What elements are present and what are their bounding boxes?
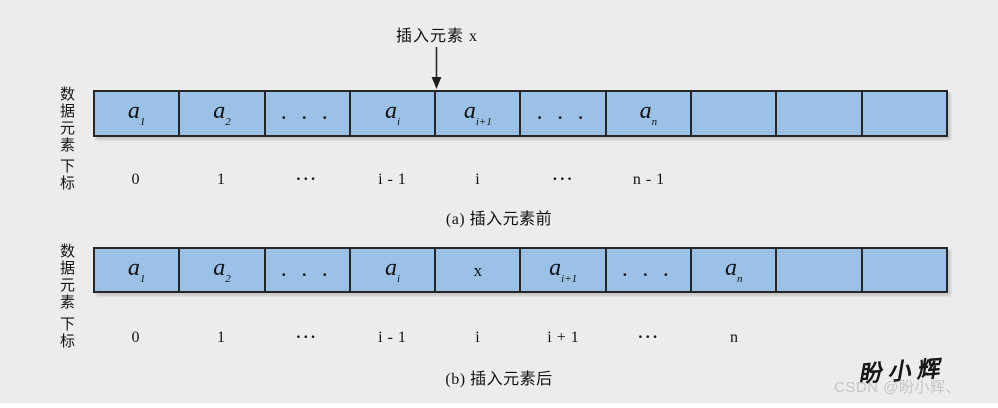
array-cell-ellipsis: . . . (604, 249, 690, 291)
array-cell-empty (775, 92, 860, 135)
bottom-strip (0, 403, 998, 408)
cell-value: an (724, 254, 743, 285)
caption-before-insertion: (a) 插入元素前 (445, 211, 553, 228)
index-label-a: 下标 (58, 158, 74, 192)
csdn-watermark: CSDN @盼小辉、 (834, 379, 961, 396)
index-value: 1 (217, 329, 226, 346)
array-cell-empty (860, 92, 946, 135)
index-value: n - 1 (632, 171, 665, 188)
index-row-before: 0 1 ··· i - 1 i ··· n - 1 (93, 171, 948, 191)
array-cell: a2 (178, 92, 263, 135)
index-value: i (475, 329, 481, 346)
array-cell-ellipsis: . . . (519, 92, 604, 135)
array-cell: a1 (95, 92, 178, 135)
index-value: i - 1 (378, 171, 407, 188)
cell-value: ai+1 (549, 254, 578, 285)
index-empty (777, 329, 863, 349)
array-after-insertion: a1 a2 . . . ai x ai+1 . . . an (93, 247, 948, 293)
cell-value: x (473, 260, 483, 280)
index-ellipsis: ··· (552, 171, 575, 188)
index-value: 1 (217, 171, 226, 188)
index-value: i (475, 171, 481, 188)
signature-watermark: 盼小辉 (857, 355, 946, 387)
array-cell: an (690, 249, 775, 291)
cell-value: . . . (281, 104, 333, 123)
array-cell: a2 (178, 249, 263, 291)
index-value: 0 (131, 329, 140, 346)
caption-after-insertion: (b) 插入元素后 (445, 371, 553, 388)
index-empty (863, 171, 949, 191)
array-cell: a1 (95, 249, 178, 291)
data-elements-label-b: 数据元素 (58, 243, 74, 311)
index-value: n (730, 329, 739, 346)
array-cell: an (604, 92, 690, 135)
index-ellipsis: ··· (295, 171, 318, 188)
cell-value: . . . (537, 104, 589, 123)
data-elements-label-a: 数据元素 (58, 86, 74, 154)
index-empty (692, 171, 778, 191)
index-value: i + 1 (547, 329, 580, 346)
index-value: i - 1 (378, 329, 407, 346)
index-ellipsis: ··· (637, 329, 660, 346)
index-empty (777, 171, 863, 191)
cell-value: a2 (213, 254, 231, 285)
cell-value: an (639, 98, 658, 128)
cell-value: . . . (622, 260, 675, 280)
array-cell-empty (860, 249, 946, 291)
array-cell: ai (348, 249, 434, 291)
index-empty (863, 329, 949, 349)
array-cell-ellipsis: . . . (263, 92, 349, 135)
cell-value: . . . (281, 260, 333, 280)
down-arrow-icon (431, 47, 442, 89)
index-ellipsis: ··· (295, 329, 318, 346)
array-cell: ai+1 (519, 249, 604, 291)
array-cell-empty (775, 249, 860, 291)
index-row-after: 0 1 ··· i - 1 i i + 1 ··· n (93, 329, 948, 349)
index-label-b: 下标 (58, 316, 74, 350)
cell-value: ai+1 (463, 98, 492, 128)
array-cell-ellipsis: . . . (263, 249, 349, 291)
cell-value: ai (385, 98, 401, 128)
cell-value: a1 (127, 98, 146, 128)
cell-value: ai (385, 254, 401, 285)
cell-value: a2 (213, 98, 231, 128)
insert-element-label: 插入元素 x (395, 28, 478, 45)
array-cell: ai+1 (434, 92, 519, 135)
array-cell: ai (348, 92, 434, 135)
index-value: 0 (131, 171, 140, 188)
cell-value: a1 (127, 254, 146, 285)
array-cell-inserted-x: x (434, 249, 519, 291)
array-cell-empty (690, 92, 775, 135)
array-before-insertion: a1 a2 . . . ai ai+1 . . . an (93, 90, 948, 137)
